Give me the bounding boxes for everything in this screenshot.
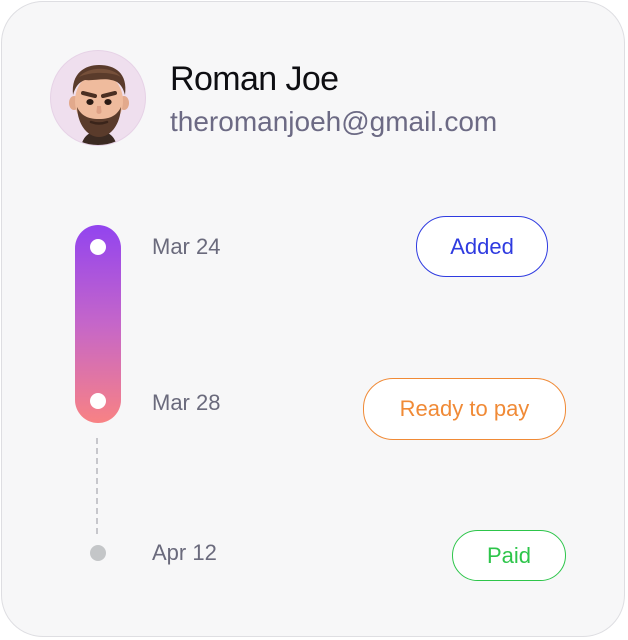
timeline-pending-connector bbox=[96, 438, 98, 534]
event-date: Mar 28 bbox=[152, 390, 221, 415]
event-date: Mar 24 bbox=[152, 234, 221, 259]
event-date: Apr 12 bbox=[152, 540, 217, 565]
status-badge-paid[interactable]: Paid bbox=[452, 530, 566, 581]
user-email: theromanjoeh@gmail.com bbox=[170, 106, 498, 137]
timeline-dot-completed bbox=[90, 239, 106, 255]
status-badge-added[interactable]: Added bbox=[416, 216, 548, 277]
timeline-progress-bar bbox=[75, 225, 121, 423]
avatar[interactable] bbox=[50, 50, 146, 146]
timeline-dot-pending bbox=[90, 545, 106, 561]
timeline-dot-current bbox=[90, 393, 106, 409]
memoji-avatar-icon bbox=[69, 65, 129, 145]
status-badge-ready-to-pay[interactable]: Ready to pay bbox=[363, 378, 566, 440]
user-name: Roman Joe bbox=[170, 60, 339, 98]
